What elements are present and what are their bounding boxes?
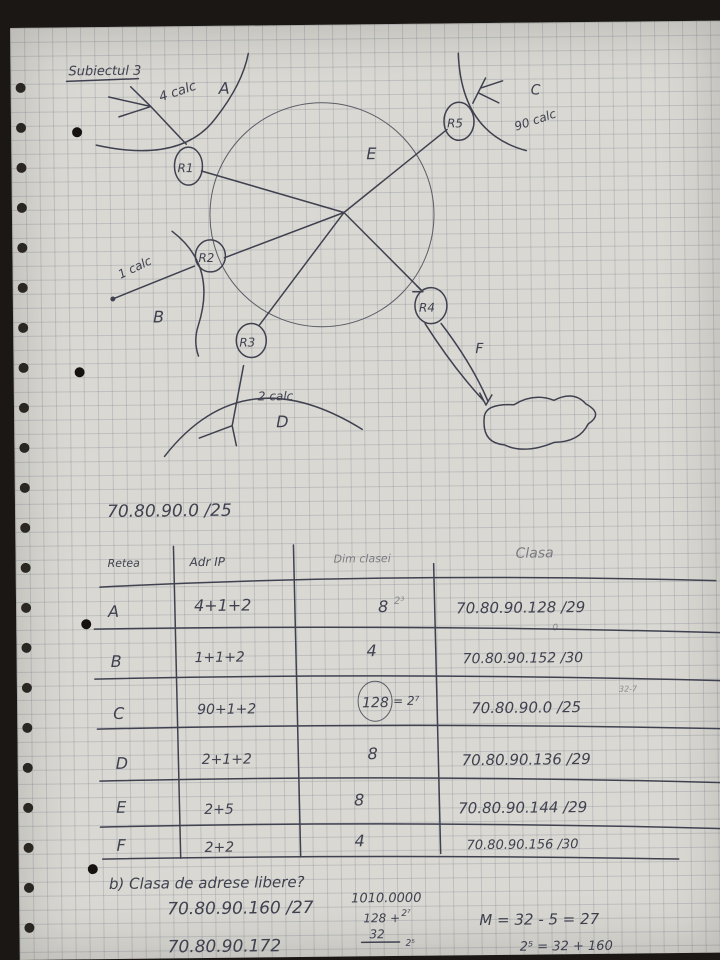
network-a-label: A bbox=[218, 79, 230, 98]
free-block-calc-bottom-exp: 2⁵ bbox=[406, 939, 416, 949]
power-calc: 2⁵ = 32 + 160 bbox=[520, 939, 613, 955]
cell-clasa-note: 0 bbox=[552, 623, 558, 633]
router-r3-label: R3 bbox=[239, 335, 255, 349]
network-b-host bbox=[110, 296, 116, 302]
network-b-label: B bbox=[153, 307, 164, 326]
network-d-label: D bbox=[276, 412, 289, 431]
table-row: B 1+1+2 4 70.80.90.152 /30 bbox=[111, 641, 584, 671]
cell-retea: A bbox=[107, 602, 119, 621]
header-clasa: Clasa bbox=[515, 545, 553, 561]
cell-dim: 128 bbox=[362, 695, 389, 711]
cell-clasa: 70.80.90.128 /29 bbox=[456, 598, 585, 617]
cell-dim-note: = 2⁷ bbox=[393, 694, 420, 708]
handwritten-notes: Subiectul 3 E 4 calc A R1 R2 1 calc B R3… bbox=[15, 52, 720, 957]
table-row: D 2+1+2 8 70.80.90.136 /29 bbox=[116, 744, 591, 773]
spiral-binding bbox=[15, 82, 35, 933]
free-block-binary: 1010.0000 bbox=[351, 891, 421, 907]
free-block-line1: 70.80.90.160 /27 bbox=[167, 898, 314, 920]
cell-clasa: 70.80.90.156 /30 bbox=[467, 837, 579, 853]
router-r4-label: R4 bbox=[419, 301, 435, 315]
cell-adr-ip: 2+5 bbox=[204, 802, 234, 818]
cell-dim-note: 2³ bbox=[394, 596, 404, 607]
free-block-calc-top: 128 + bbox=[363, 911, 400, 925]
network-b-hosts-label: 1 calc bbox=[116, 253, 154, 281]
cell-retea: F bbox=[116, 836, 126, 855]
cell-clasa: 70.80.90.0 /25 bbox=[471, 698, 581, 717]
internet-cloud bbox=[483, 395, 597, 450]
hub-links bbox=[200, 128, 448, 327]
cell-adr-ip: 2+2 bbox=[205, 840, 235, 856]
cell-adr-ip: 4+1+2 bbox=[194, 596, 252, 616]
cell-dim: 8 bbox=[378, 597, 388, 616]
cell-retea: E bbox=[116, 798, 127, 817]
header-adr-ip: Adr IP bbox=[189, 555, 226, 569]
network-d-curve bbox=[163, 397, 363, 458]
network-d-hosts-label: 2 calc bbox=[258, 389, 294, 403]
network-e-label: E bbox=[366, 144, 377, 163]
cell-dim: 8 bbox=[368, 744, 378, 763]
network-b-link bbox=[112, 265, 196, 300]
cell-retea: B bbox=[111, 652, 122, 671]
table-row: F 2+2 4 70.80.90.156 /30 bbox=[116, 831, 579, 856]
page-title: Subiectul 3 bbox=[68, 64, 141, 80]
notebook-page: Subiectul 3 E 4 calc A R1 R2 1 calc B R3… bbox=[10, 20, 720, 960]
network-a-curve bbox=[95, 52, 250, 152]
cell-retea: D bbox=[116, 754, 129, 773]
cell-dim: 8 bbox=[354, 790, 364, 809]
subnet-table: Retea Adr IP Dim clasei Clasa A 4+1+2 8 … bbox=[93, 544, 720, 860]
highlight-circle bbox=[357, 680, 393, 722]
network-e-circle bbox=[209, 102, 435, 328]
link-f bbox=[424, 322, 493, 406]
mask-calc: M = 32 - 5 = 27 bbox=[479, 910, 599, 929]
table-row: E 2+5 8 70.80.90.144 /29 bbox=[116, 790, 587, 818]
cell-adr-ip: 1+1+2 bbox=[195, 650, 245, 667]
cell-dim: 4 bbox=[354, 831, 364, 850]
cell-clasa-note: 32-7 bbox=[619, 684, 638, 693]
network-a-hosts-label: 4 calc bbox=[157, 79, 198, 105]
cell-clasa: 70.80.90.144 /29 bbox=[458, 798, 587, 817]
free-block-calc-top-exp: 2⁷ bbox=[401, 909, 411, 919]
router-r5 bbox=[443, 101, 475, 142]
header-retea: Retea bbox=[108, 557, 141, 570]
router-r3 bbox=[235, 322, 268, 359]
title-underline bbox=[65, 77, 140, 83]
free-block-calc-bottom: 32 bbox=[369, 927, 384, 941]
network-c-curve bbox=[457, 52, 528, 152]
table-row: C 90+1+2 128 = 2⁷ 70.80.90.0 /25 32-7 bbox=[113, 680, 638, 723]
network-c-hosts bbox=[472, 77, 504, 104]
router-r5-label: R5 bbox=[447, 116, 463, 130]
router-r2 bbox=[194, 239, 227, 273]
cell-adr-ip: 2+1+2 bbox=[202, 752, 252, 769]
network-c-hosts-label: 90 calc bbox=[513, 106, 559, 133]
network-diagram: E 4 calc A R1 R2 1 calc B R3 2 calc D R5… bbox=[95, 52, 597, 458]
table-row: A 4+1+2 8 2³ 70.80.90.128 /29 0 bbox=[107, 596, 585, 634]
cell-clasa: 70.80.90.152 /30 bbox=[463, 650, 584, 667]
network-c-label: C bbox=[531, 82, 541, 98]
free-block-line2: 70.80.90.172 bbox=[168, 936, 282, 957]
punch-holes bbox=[72, 127, 98, 875]
link-f-label: F bbox=[475, 341, 484, 357]
cell-clasa: 70.80.90.136 /29 bbox=[462, 750, 591, 769]
router-r1-label: R1 bbox=[177, 161, 193, 175]
cell-dim: 4 bbox=[366, 641, 376, 660]
network-address: 70.80.90.0 /25 bbox=[107, 501, 232, 522]
router-r4 bbox=[414, 286, 448, 325]
router-r2-label: R2 bbox=[198, 251, 214, 265]
network-a-hosts bbox=[107, 85, 187, 145]
network-b-curve bbox=[171, 230, 205, 357]
question-b: b) Clasa de adrese libere? bbox=[109, 873, 305, 893]
cell-retea: C bbox=[113, 704, 125, 723]
cell-adr-ip: 90+1+2 bbox=[197, 701, 256, 718]
router-r1 bbox=[173, 146, 204, 186]
network-d-hosts bbox=[198, 364, 245, 447]
header-dim-clasei: Dim clasei bbox=[334, 552, 391, 566]
